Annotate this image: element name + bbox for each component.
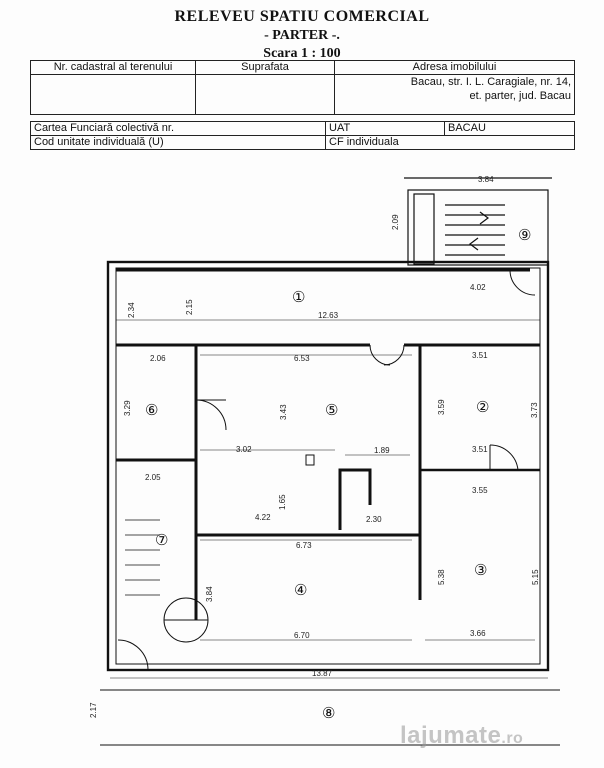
dim-6-70: 6.70 — [294, 631, 310, 640]
dim-2-17: 2.17 — [89, 702, 98, 718]
address-cell: Bacau, str. I. L. Caragiale, nr. 14, et.… — [334, 74, 575, 115]
dim-3-84: 3.84 — [478, 175, 494, 184]
dim-3-55: 3.55 — [472, 486, 488, 495]
dim-6-53: 6.53 — [294, 354, 310, 363]
room-number-2: ② — [476, 400, 489, 416]
document-title: RELEVEU SPATIU COMERCIAL — [174, 8, 430, 25]
stair-wall — [413, 193, 435, 265]
cadastral-number-cell — [30, 74, 196, 115]
dim-1-65: 1.65 — [278, 494, 287, 510]
scale-label: Scara 1 : 100 — [263, 46, 341, 61]
dimension-labels: 3.84 2.09 4.02 2.34 2.15 12.63 2.06 6.53… — [89, 175, 540, 718]
document-subtitle: - PARTER -. — [264, 28, 340, 43]
cadastral-info-table: Nr. cadastral al terenului Suprafata Adr… — [30, 60, 575, 115]
room-number-3: ③ — [474, 563, 487, 579]
surface-cell — [195, 74, 335, 115]
floor-plan-drawing: 3.84 2.09 4.02 2.34 2.15 12.63 2.06 6.53… — [89, 175, 560, 746]
dim-2-30: 2.30 — [366, 515, 382, 524]
room-number-9: ⑨ — [518, 228, 531, 244]
watermark-tld: .ro — [501, 730, 524, 747]
dim-1-89: 1.89 — [374, 446, 390, 455]
room-number-7: ⑦ — [155, 533, 168, 549]
dim-3-43: 3.43 — [279, 404, 288, 420]
dim-5-38: 5.38 — [437, 569, 446, 585]
dim-3-59: 3.59 — [437, 399, 446, 415]
dim-3-73: 3.73 — [530, 402, 539, 418]
dim-5-15: 5.15 — [531, 569, 540, 585]
dim-2-09: 2.09 — [391, 214, 400, 230]
outer-wall — [106, 260, 550, 672]
watermark-text: lajumate — [400, 722, 502, 749]
cadastral-number-header: Nr. cadastral al terenului — [30, 60, 196, 75]
cod-unitate-label: Cod unitate individuală (U) — [30, 135, 326, 150]
address-line-2: et. parter, jud. Bacau — [469, 90, 571, 102]
plan-lines — [100, 177, 560, 746]
cf-individuala-label: CF individuala — [325, 135, 575, 150]
dim-3-66: 3.66 — [470, 629, 486, 638]
room-number-8: ⑧ — [322, 706, 335, 722]
room-numbers: ① ② ③ ④ ⑤ ⑥ ⑦ ⑧ ⑨ — [145, 228, 531, 722]
dim-3-84-b: 3.84 — [205, 586, 214, 602]
inner-wall-line — [115, 267, 541, 665]
address-header: Adresa imobilului — [334, 60, 575, 75]
room-number-4: ④ — [294, 583, 307, 599]
address-line-1: Bacau, str. I. L. Caragiale, nr. 14, — [410, 76, 571, 88]
stair-enclosure-9 — [407, 189, 549, 266]
room-number-5: ⑤ — [325, 403, 338, 419]
uat-value: BACAU — [444, 121, 575, 136]
room-number-1: ① — [292, 290, 305, 306]
cf-colectiva-label: Cartea Funciară colectivă nr. — [30, 121, 326, 136]
dim-13-87: 13.87 — [312, 669, 333, 678]
dim-4-02: 4.02 — [470, 283, 486, 292]
land-book-table: Cartea Funciară colectivă nr. UAT BACAU … — [30, 121, 575, 150]
dim-3-02: 3.02 — [236, 445, 252, 454]
dim-3-51-b: 3.51 — [472, 445, 488, 454]
dim-3-51-a: 3.51 — [472, 351, 488, 360]
dim-6-73: 6.73 — [296, 541, 312, 550]
dim-3-29: 3.29 — [123, 400, 132, 416]
dim-2-06: 2.06 — [150, 354, 166, 363]
room-number-6: ⑥ — [145, 403, 158, 419]
surface-header: Suprafata — [195, 60, 335, 75]
dim-2-15: 2.15 — [185, 299, 194, 315]
dim-4-22: 4.22 — [255, 513, 271, 522]
watermark-logo: lajumate.ro — [400, 722, 523, 750]
uat-label: UAT — [325, 121, 445, 136]
dim-12-63: 12.63 — [318, 311, 339, 320]
dim-2-05: 2.05 — [145, 473, 161, 482]
dim-2-34: 2.34 — [127, 302, 136, 318]
